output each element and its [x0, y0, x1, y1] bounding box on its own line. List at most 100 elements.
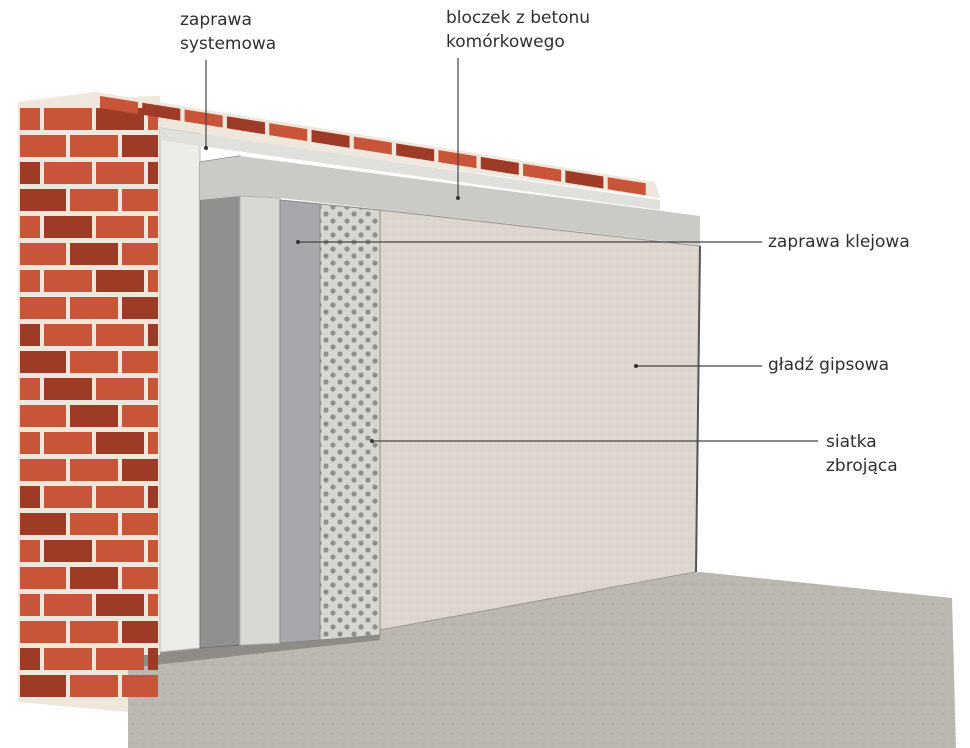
- brick: [96, 594, 144, 616]
- brick: [122, 513, 158, 535]
- brick: [70, 243, 118, 265]
- brick: [20, 432, 40, 454]
- brick-top: [184, 109, 223, 128]
- brick: [122, 675, 158, 697]
- brick: [20, 486, 40, 508]
- brick: [96, 432, 144, 454]
- brick-top: [142, 102, 181, 121]
- brick: [20, 270, 40, 292]
- brick: [122, 189, 158, 211]
- brick: [44, 486, 92, 508]
- brick: [148, 540, 158, 562]
- leader-dot-aac: [456, 196, 460, 200]
- leader-dot-mortar: [204, 146, 208, 150]
- label-aac-block-line2: komórkowego: [446, 32, 565, 52]
- brick: [20, 459, 66, 481]
- brick: [20, 405, 66, 427]
- brick-top: [311, 129, 350, 148]
- brick: [122, 405, 158, 427]
- brick-top: [607, 177, 646, 196]
- brick: [122, 621, 158, 643]
- brick: [122, 459, 158, 481]
- brick: [122, 243, 158, 265]
- brick: [96, 648, 144, 670]
- brick: [96, 324, 144, 346]
- floor-surface: [128, 572, 956, 748]
- brick-courses-top: [100, 96, 646, 196]
- brick: [70, 405, 118, 427]
- brick: [70, 567, 118, 589]
- brick: [20, 513, 66, 535]
- brick: [148, 648, 158, 670]
- brick-top: [480, 156, 519, 175]
- brick: [20, 648, 40, 670]
- label-reinforcing-mesh-line1: siatka: [826, 432, 877, 452]
- brick: [96, 108, 144, 130]
- brick: [20, 162, 40, 184]
- label-gypsum-plaster-text: gładź gipsowa: [768, 355, 890, 375]
- brick-top: [565, 170, 604, 189]
- label-mortar-system-line1: zaprawa: [180, 10, 252, 30]
- system-mortar-top: [160, 128, 660, 210]
- brick: [20, 621, 66, 643]
- brick-top: [226, 116, 265, 135]
- brick: [148, 108, 158, 130]
- brick: [148, 270, 158, 292]
- brick: [20, 297, 66, 319]
- brick: [44, 378, 92, 400]
- brick: [20, 378, 40, 400]
- brick: [96, 162, 144, 184]
- brick-top: [353, 136, 392, 155]
- brick: [20, 351, 66, 373]
- brick-top: [269, 123, 308, 142]
- brick: [122, 135, 158, 157]
- brick: [20, 243, 66, 265]
- brick-top: [396, 143, 435, 162]
- brick: [20, 108, 40, 130]
- label-adhesive-mortar-text: zaprawa klejowa: [768, 232, 910, 252]
- label-gypsum-plaster: gładź gipsowa: [768, 353, 889, 377]
- brick: [70, 189, 118, 211]
- brick: [96, 216, 144, 238]
- brick: [122, 351, 158, 373]
- leader-dot-plaster: [634, 364, 638, 368]
- brick: [20, 189, 66, 211]
- brick: [148, 324, 158, 346]
- label-adhesive-mortar: zaprawa klejowa: [768, 230, 910, 254]
- brick: [20, 216, 40, 238]
- adhesive-mortar-layer: [279, 199, 321, 644]
- brick: [70, 513, 118, 535]
- brick: [44, 108, 92, 130]
- label-aac-block-line1: bloczek z betonu: [446, 8, 591, 28]
- brick: [70, 297, 118, 319]
- brick-top: [523, 163, 562, 182]
- brick: [96, 270, 144, 292]
- brick: [20, 324, 40, 346]
- brick: [96, 486, 144, 508]
- brick: [148, 594, 158, 616]
- brick: [44, 162, 92, 184]
- brick-top: [100, 96, 138, 114]
- label-mortar-system: zaprawa systemowa: [180, 8, 276, 56]
- brick: [70, 135, 118, 157]
- label-aac-block: bloczek z betonu komórkowego: [446, 6, 590, 54]
- brick: [148, 378, 158, 400]
- gypsum-plaster-layer: [379, 209, 701, 631]
- brick: [96, 540, 144, 562]
- brick: [70, 459, 118, 481]
- aac-block-face: [199, 155, 241, 649]
- label-reinforcing-mesh-line2: zbrojąca: [826, 456, 898, 476]
- brick-courses-side: [20, 108, 158, 697]
- label-reinforcing-mesh: siatka zbrojąca: [826, 430, 898, 478]
- brick: [70, 675, 118, 697]
- reinforcing-mesh-layer: [319, 203, 381, 641]
- brick: [20, 135, 66, 157]
- brick: [122, 567, 158, 589]
- brick-wall: [18, 92, 660, 712]
- brick: [20, 594, 40, 616]
- brick: [148, 486, 158, 508]
- aac-block-top: [200, 156, 700, 245]
- brick: [70, 351, 118, 373]
